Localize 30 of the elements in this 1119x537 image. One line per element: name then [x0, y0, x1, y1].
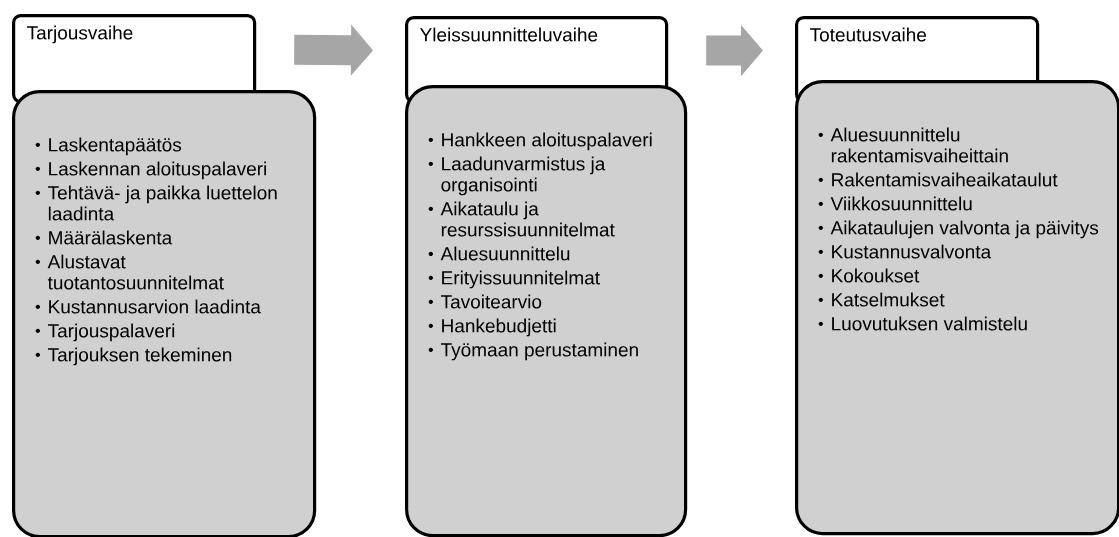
list-item: Hankkeen aloituspalaveri [428, 132, 652, 151]
list-item: Kustannusarvion laadinta [35, 299, 261, 314]
task-list-box [795, 80, 1119, 536]
list-item: Aikataulujen valvonta ja päivitys [818, 220, 1099, 239]
phase-title: Toteutusvaihe [810, 27, 926, 42]
list-item: Alustavat tuotantosuunnitelmat [35, 254, 224, 290]
list-item: Laskennan aloituspalaveri [35, 161, 266, 180]
list-item: Kokoukset [818, 268, 920, 283]
list-item: Erityissuunnitelmat [428, 270, 600, 289]
phase-title: Yleissuunnitteluvaihe [420, 27, 598, 42]
list-item: Laskentapäätös [35, 137, 182, 156]
list-item: Aikataulu ja resurssisuunnitelmat [428, 201, 615, 237]
list-item: Työmaan perustaminen [428, 342, 638, 361]
task-list-box [405, 85, 688, 537]
list-item: Tavoitearvio [428, 294, 542, 309]
list-item: Tarjouspalaveri [35, 323, 175, 342]
list-item: Kustannusvalvonta [818, 244, 992, 259]
list-item: Hankebudjetti [428, 318, 556, 337]
task-list-box [12, 90, 317, 537]
list-item: Määrälaskenta [35, 230, 173, 245]
list-item: Aluesuunnittelu [428, 246, 570, 261]
list-item: Tehtävä- ja paikka luettelon laadinta [35, 185, 277, 221]
list-item: Rakentamisvaiheaikataulut [818, 172, 1058, 187]
list-item: Viikkosuunnittelu [818, 196, 972, 211]
list-item: Luovutuksen valmistelu [818, 316, 1027, 331]
list-item: Aluesuunnittelu rakentamisvaiheittain [818, 127, 1008, 163]
list-item: Laadunvarmistus ja organisointi [428, 156, 606, 196]
list-item: Katselmukset [818, 292, 945, 307]
phase-title: Tarjousvaihe [27, 25, 133, 44]
list-item: Tarjouksen tekeminen [35, 347, 232, 366]
